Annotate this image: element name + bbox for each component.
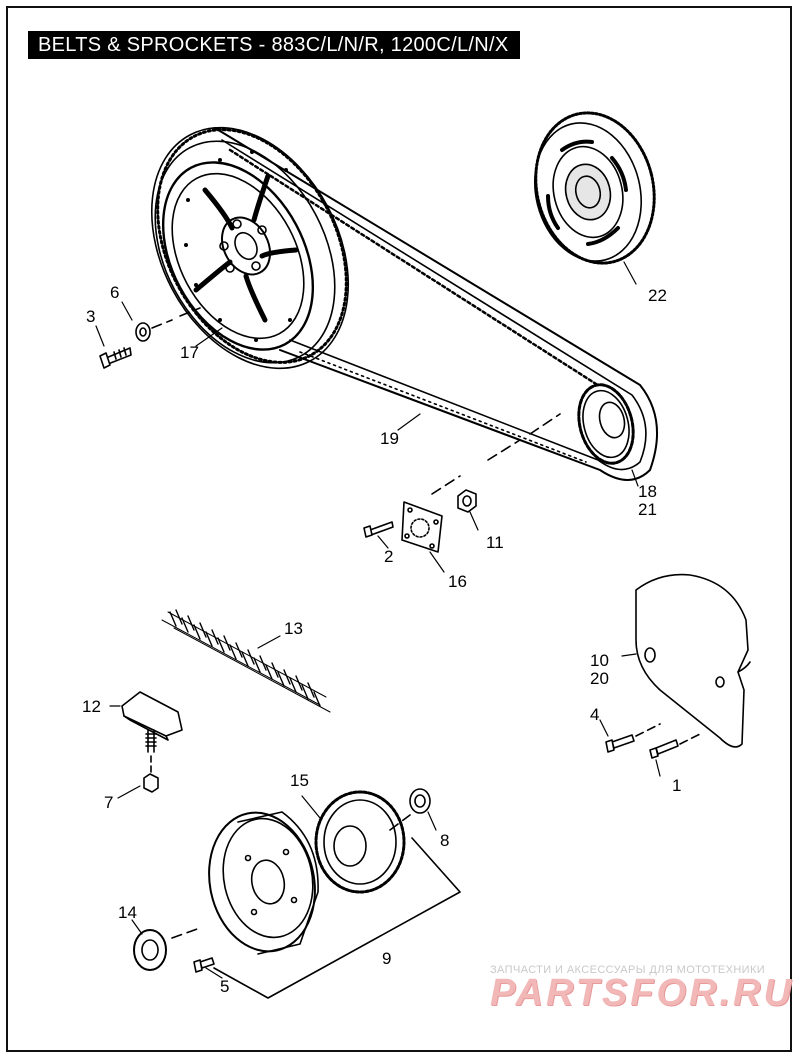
callout-16: 16 [448, 572, 467, 591]
callout-5: 5 [220, 977, 229, 996]
callout-21: 21 [638, 500, 657, 519]
transmission-sprocket [577, 383, 635, 465]
watermark-brand: PARTSFOR.RU [490, 972, 794, 1014]
callout-numbers: 1 2 3 4 5 6 7 8 9 10 11 12 13 14 15 16 1… [82, 283, 681, 996]
callout-3: 3 [86, 307, 95, 326]
callout-12: 12 [82, 697, 101, 716]
assembly-line [151, 307, 201, 329]
inner-cover-10 [635, 573, 751, 748]
callout-8: 8 [440, 831, 449, 850]
bolt-3 [99, 347, 132, 369]
nut-7 [143, 773, 159, 793]
assembly-line [171, 814, 411, 939]
callout-18: 18 [638, 482, 657, 501]
bolt-1 [649, 739, 679, 759]
belt-tensioner-12 [121, 691, 183, 753]
spring-assembly-13 [161, 609, 331, 713]
callout-15: 15 [290, 771, 309, 790]
compensator-sprocket-15 [314, 790, 406, 894]
callout-2: 2 [384, 547, 393, 566]
callout-17: 17 [180, 343, 199, 362]
diagram-title: BELTS & SPROCKETS - 883C/L/N/R, 1200C/L/… [28, 31, 521, 59]
callout-19: 19 [380, 429, 399, 448]
bolt-2 [363, 521, 394, 538]
clutch-shell [208, 811, 319, 955]
lock-plate-16 [401, 501, 443, 553]
callout-9: 9 [382, 949, 391, 968]
assembly-line [431, 413, 561, 495]
leader-lines [95, 261, 661, 979]
washer-6 [135, 322, 151, 342]
bolt-5 [193, 957, 215, 973]
bushing-8 [409, 788, 431, 814]
watermark-caption: ЗАПЧАСТИ И АКСЕССУАРЫ ДЛЯ МОТОТЕХНИКИ [490, 964, 766, 976]
drive-belt [214, 127, 659, 481]
bearing-14 [133, 929, 167, 971]
callout-22: 22 [648, 286, 667, 305]
callout-10: 10 [590, 651, 609, 670]
callout-13: 13 [284, 619, 303, 638]
callout-14: 14 [118, 903, 137, 922]
callout-4: 4 [590, 705, 599, 724]
callout-11: 11 [486, 533, 504, 552]
rear-belt-sprocket [150, 126, 350, 370]
diagram-frame [6, 6, 792, 1052]
bolt-4 [605, 734, 635, 753]
callout-20: 20 [590, 669, 609, 688]
pulley [533, 111, 656, 265]
callout-6: 6 [110, 283, 119, 302]
nut-11 [457, 489, 477, 513]
callout-bracket-9 [213, 837, 461, 999]
callout-7: 7 [104, 793, 113, 812]
assembly-line [635, 723, 701, 745]
callout-1: 1 [672, 776, 681, 795]
